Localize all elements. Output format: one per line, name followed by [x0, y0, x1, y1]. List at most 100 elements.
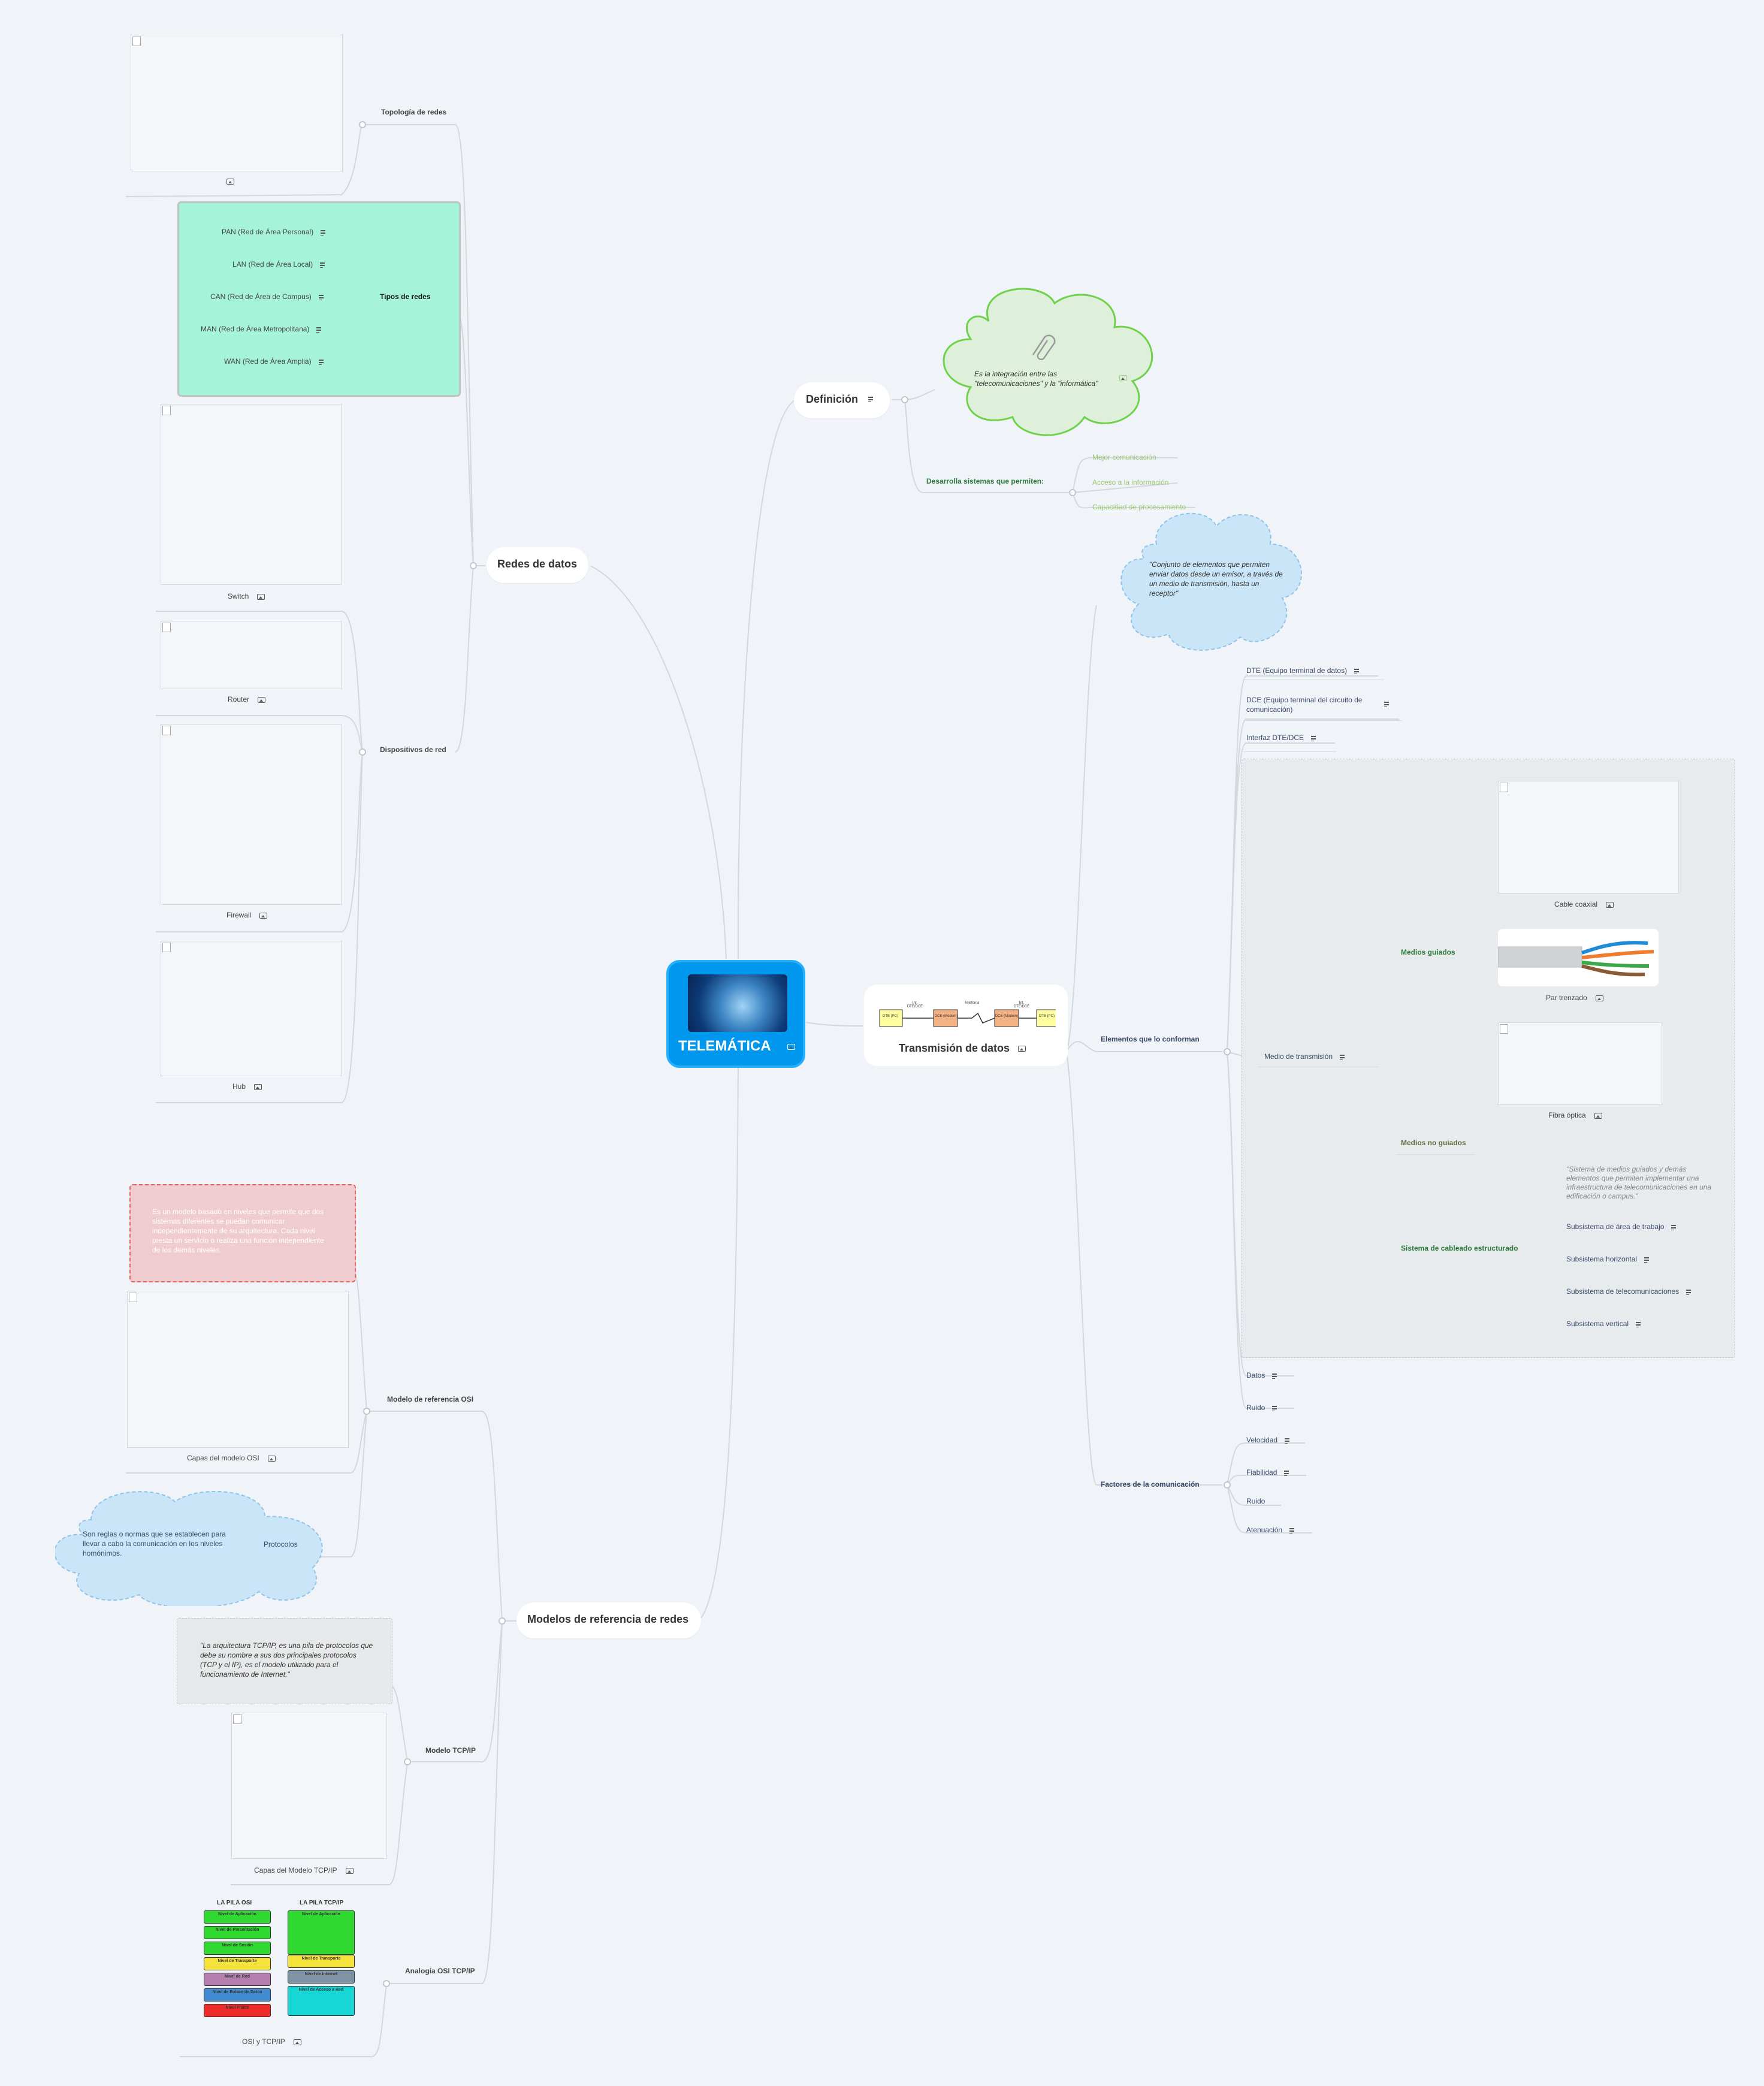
elemento-item[interactable]: Ruido [1246, 1403, 1280, 1412]
guiado-caption[interactable]: Fibra óptica [1548, 1111, 1602, 1119]
note-icon [1671, 1224, 1679, 1230]
device-caption[interactable]: Hub [232, 1082, 262, 1091]
image-icon [1595, 995, 1603, 1001]
tipo-red-item[interactable]: PAN (Red de Área Personal) [222, 228, 328, 236]
osi-caption[interactable]: Capas del modelo OSI [187, 1454, 276, 1462]
analogia-label[interactable]: Analogía OSI TCP/IP [405, 1967, 475, 1975]
note-icon [316, 326, 324, 333]
modelos-node[interactable]: Modelos de referencia de redes [516, 1602, 701, 1638]
tcpip-caption[interactable]: Capas del Modelo TCP/IP [254, 1866, 354, 1874]
image-icon [293, 2039, 301, 2045]
desarrolla-item[interactable]: Capacidad de procesamiento [1092, 503, 1186, 511]
image-icon [1606, 901, 1614, 908]
elemento-item[interactable]: DTE (Equipo terminal de datos) [1246, 666, 1362, 675]
root-label: TELEMÁTICA [678, 1038, 771, 1054]
elemento-item[interactable]: DCE (Equipo terminal del circuito de com… [1246, 696, 1363, 714]
diagram-label: DTE (PC) [1039, 1015, 1055, 1018]
diagram-label: Int. DTE/DCE [1013, 1001, 1030, 1009]
transmision-cloud [1120, 512, 1303, 651]
analogia-caption[interactable]: OSI y TCP/IP [242, 2037, 301, 2046]
desarrolla-item[interactable]: Mejor comunicación [1092, 453, 1156, 461]
image-icon [254, 1083, 262, 1090]
diagram-label: Telefonía [965, 1001, 980, 1005]
tcpip-layers-image [231, 1713, 387, 1859]
osi-desc-box [129, 1184, 356, 1282]
diagram-label: DCE (Módem) [934, 1015, 958, 1018]
subsistema-item[interactable]: Subsistema de telecomunicaciones [1566, 1287, 1694, 1296]
redes-label: Redes de datos [497, 558, 578, 570]
desarrolla-item[interactable]: Acceso a la información [1092, 478, 1169, 487]
osi-layers-image [127, 1291, 349, 1448]
tipos-redes-label[interactable]: Tipos de redes [380, 292, 431, 301]
tcpip-quote: "La arquitectura TCP/IP, es una pila de … [200, 1641, 373, 1679]
definicion-node[interactable]: Definición [794, 382, 890, 418]
desarrolla-label[interactable]: Desarrolla sistemas que permiten: [926, 477, 1044, 485]
subsistema-item[interactable]: Subsistema de área de trabajo [1566, 1222, 1679, 1231]
elemento-item[interactable]: Interfaz DTE/DCE [1246, 733, 1319, 742]
image-icon [258, 696, 266, 703]
osi-layer: Nivel Físico [204, 2004, 271, 2017]
redes-node[interactable]: Redes de datos [487, 547, 588, 583]
image-icon [1018, 1046, 1026, 1052]
factores-label[interactable]: Factores de la comunicación [1101, 1480, 1200, 1489]
guiado-caption[interactable]: Cable coaxial [1554, 900, 1614, 908]
topologia-label[interactable]: Topología de redes [381, 108, 447, 116]
osi-layer: Nivel de Sesión [204, 1942, 271, 1955]
tcpip-label[interactable]: Modelo TCP/IP [425, 1746, 476, 1755]
image-icon [259, 912, 268, 919]
dispositivos-label[interactable]: Dispositivos de red [380, 745, 446, 754]
device-caption[interactable]: Firewall [226, 911, 268, 919]
factor-item[interactable]: Fiabilidad [1246, 1468, 1292, 1477]
device-caption[interactable]: Router [228, 695, 266, 704]
osi-label[interactable]: Modelo de referencia OSI [387, 1395, 474, 1403]
image-icon [257, 593, 265, 600]
factor-item[interactable]: Velocidad [1246, 1436, 1292, 1444]
subsistema-item[interactable]: Subsistema horizontal [1566, 1255, 1652, 1263]
note-icon [318, 294, 326, 300]
diagram-label: DTE (PC) [883, 1015, 898, 1018]
note-icon [1284, 1469, 1292, 1476]
note-icon [1686, 1288, 1694, 1295]
medios-no-guiados-label[interactable]: Medios no guiados [1401, 1139, 1466, 1147]
tcp-layer: Nivel de Internet [288, 1970, 355, 1984]
globe-image [688, 974, 787, 1032]
factor-item[interactable]: Atenuación [1246, 1526, 1297, 1534]
definicion-label: Definición [806, 393, 859, 405]
tipo-red-item[interactable]: WAN (Red de Área Amplia) [224, 357, 326, 366]
tcp-layer: Nivel de Acceso a Red [288, 1986, 355, 2016]
tcp-layer: Nivel de Aplicación [288, 1910, 355, 1955]
cableado-quote: "Sistema de medios guiados y demás eleme… [1566, 1165, 1712, 1200]
guiado-caption[interactable]: Par trenzado [1546, 994, 1603, 1002]
note-icon [1289, 1527, 1297, 1533]
protocolos-label[interactable]: Protocolos [264, 1540, 298, 1548]
elemento-item[interactable]: Datos [1246, 1371, 1280, 1379]
tipo-red-item[interactable]: MAN (Red de Área Metropolitana) [201, 325, 324, 333]
note-icon [1644, 1256, 1652, 1263]
medio-transmision-label[interactable]: Medio de transmisión [1264, 1052, 1348, 1061]
image-icon [345, 1867, 354, 1874]
tcpip-quote-box [177, 1618, 392, 1704]
note-icon [868, 396, 875, 402]
protocolos-desc: Son reglas o normas que se establecen pa… [83, 1530, 226, 1557]
factor-item[interactable]: Ruido [1246, 1497, 1265, 1505]
par-trenzado-image [1498, 929, 1659, 986]
tipo-red-item[interactable]: LAN (Red de Área Local) [232, 260, 328, 268]
tcp-stack-title: LA PILA TCP/IP [300, 1900, 344, 1906]
note-icon [320, 261, 328, 268]
image-icon [787, 1044, 795, 1050]
device-caption[interactable]: Switch [228, 592, 265, 600]
diagram-label: DCE (Módem) [995, 1015, 1019, 1018]
note-icon [1354, 668, 1362, 674]
osi-layer: Nivel de Enlace de Datos [204, 1988, 271, 2002]
elementos-label[interactable]: Elementos que lo conforman [1101, 1035, 1200, 1043]
definicion-cloud-text: Es la integración entre las "telecomunic… [974, 370, 1098, 388]
transmision-node[interactable]: DTE (PC) Int. DTE/DCE DCE (Módem) Telefo… [864, 985, 1068, 1066]
tipo-red-item[interactable]: CAN (Red de Área de Campus) [210, 292, 326, 301]
subsistema-item[interactable]: Subsistema vertical [1566, 1320, 1644, 1328]
root-node[interactable]: TELEMÁTICA [666, 960, 805, 1068]
fibra-optica-image [1498, 1022, 1662, 1105]
medios-guiados-label[interactable]: Medios guiados [1401, 948, 1455, 956]
osi-layer: Nivel de Red [204, 1973, 271, 1986]
cableado-label[interactable]: Sistema de cableado estructurado [1401, 1244, 1518, 1252]
modelos-label: Modelos de referencia de redes [527, 1613, 689, 1625]
